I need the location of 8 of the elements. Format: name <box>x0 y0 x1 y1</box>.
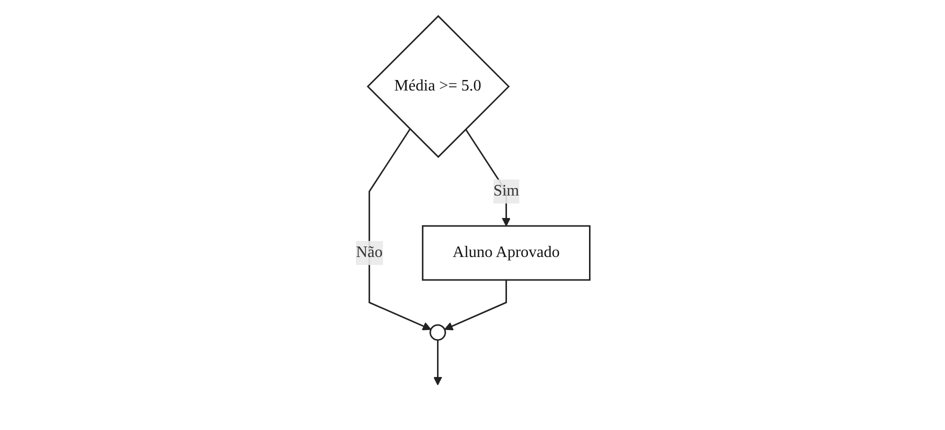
node-diamond: Média >= 5.0 <box>366 14 510 158</box>
node-box: Aluno Aprovado <box>422 224 590 280</box>
edge-label: Sim <box>492 182 519 199</box>
arrow <box>444 279 507 330</box>
edge-label: Não <box>356 243 382 260</box>
arrow <box>432 339 442 385</box>
node-circle <box>429 324 446 340</box>
arrow <box>368 128 431 330</box>
